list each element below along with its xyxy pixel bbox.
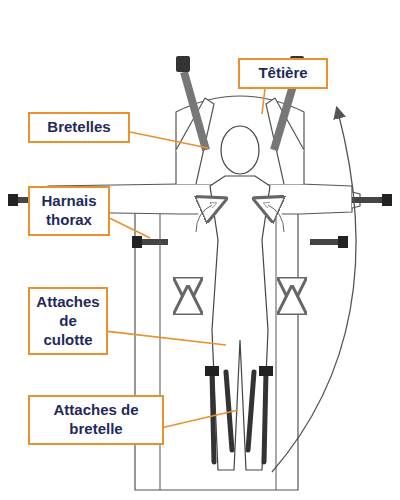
motion-arrow-outline [266, 204, 284, 232]
motion-arrow [290, 300, 295, 330]
buckle [8, 194, 18, 206]
label-box: Attaches de bretelle [28, 395, 164, 445]
person-head [221, 126, 259, 174]
fold-arrow [272, 112, 356, 472]
motion-arrow [266, 204, 284, 232]
seam [160, 214, 161, 490]
leader-line [108, 331, 226, 345]
label-text: Attaches de culotte [36, 293, 100, 349]
leader-line [164, 410, 238, 427]
leader-line [130, 132, 208, 148]
label-box: Harnais thorax [28, 186, 110, 236]
buckle [259, 366, 273, 376]
shoulder-strap [184, 72, 206, 150]
label-box: Attaches de culotte [28, 287, 108, 355]
motion-arrow [290, 262, 295, 292]
seam [276, 214, 277, 490]
label-box: Têtière [238, 58, 328, 89]
thorax-strap [352, 197, 386, 203]
leg-strap [264, 372, 266, 462]
leader-line [110, 218, 150, 238]
motion-arrow-outline [196, 204, 214, 232]
motion-arrow [196, 204, 214, 232]
motion-arrow [186, 300, 191, 330]
label-text: Bretelles [36, 118, 122, 137]
person-body [210, 176, 270, 470]
leg-strap [212, 372, 214, 462]
buckle [338, 236, 348, 248]
buckle [176, 56, 190, 72]
leader-line [262, 89, 265, 114]
thorax-strap [140, 239, 168, 245]
thorax-strap [310, 239, 340, 245]
label-box: Bretelles [28, 112, 130, 143]
label-text: Têtière [246, 64, 320, 83]
buckle [205, 366, 219, 376]
leg-strap [248, 372, 254, 450]
buckle [382, 194, 392, 206]
motion-arrow [186, 262, 191, 292]
label-text: Attaches de bretelle [36, 401, 156, 439]
buckle [132, 236, 142, 248]
label-text: Harnais thorax [36, 192, 102, 230]
